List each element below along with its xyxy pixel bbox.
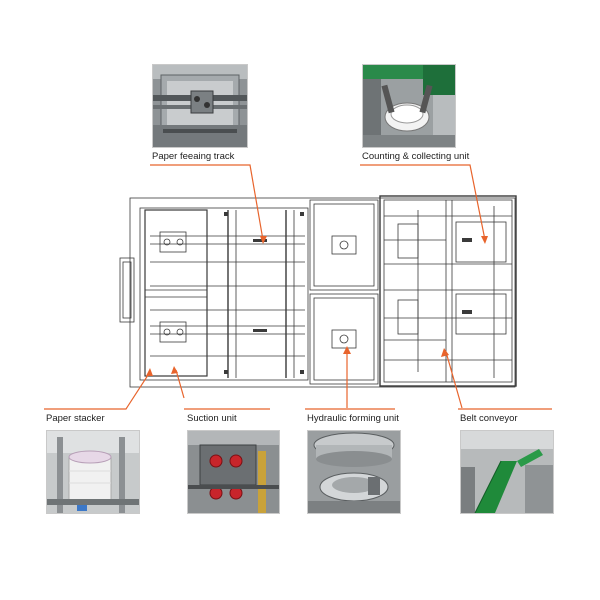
label-paper-stacker: Paper stacker <box>46 413 105 424</box>
hydraulic-forming-unit-photo <box>307 430 401 514</box>
suction-unit-photo <box>187 430 280 514</box>
label-belt-conveyor: Belt conveyor <box>460 413 518 424</box>
label-counting-collecting-unit: Counting & collecting unit <box>362 151 470 162</box>
belt-conveyor-photo <box>460 430 554 514</box>
label-paper-feeding-track: Paper feeaing track <box>152 151 235 162</box>
label-hydraulic-forming-unit: Hydraulic forming unit <box>307 413 399 424</box>
paper-stacker-photo <box>46 430 140 514</box>
paper-feeding-track-photo <box>152 64 248 148</box>
counting-collecting-unit-photo <box>362 64 456 148</box>
label-suction-unit: Suction unit <box>187 413 237 424</box>
